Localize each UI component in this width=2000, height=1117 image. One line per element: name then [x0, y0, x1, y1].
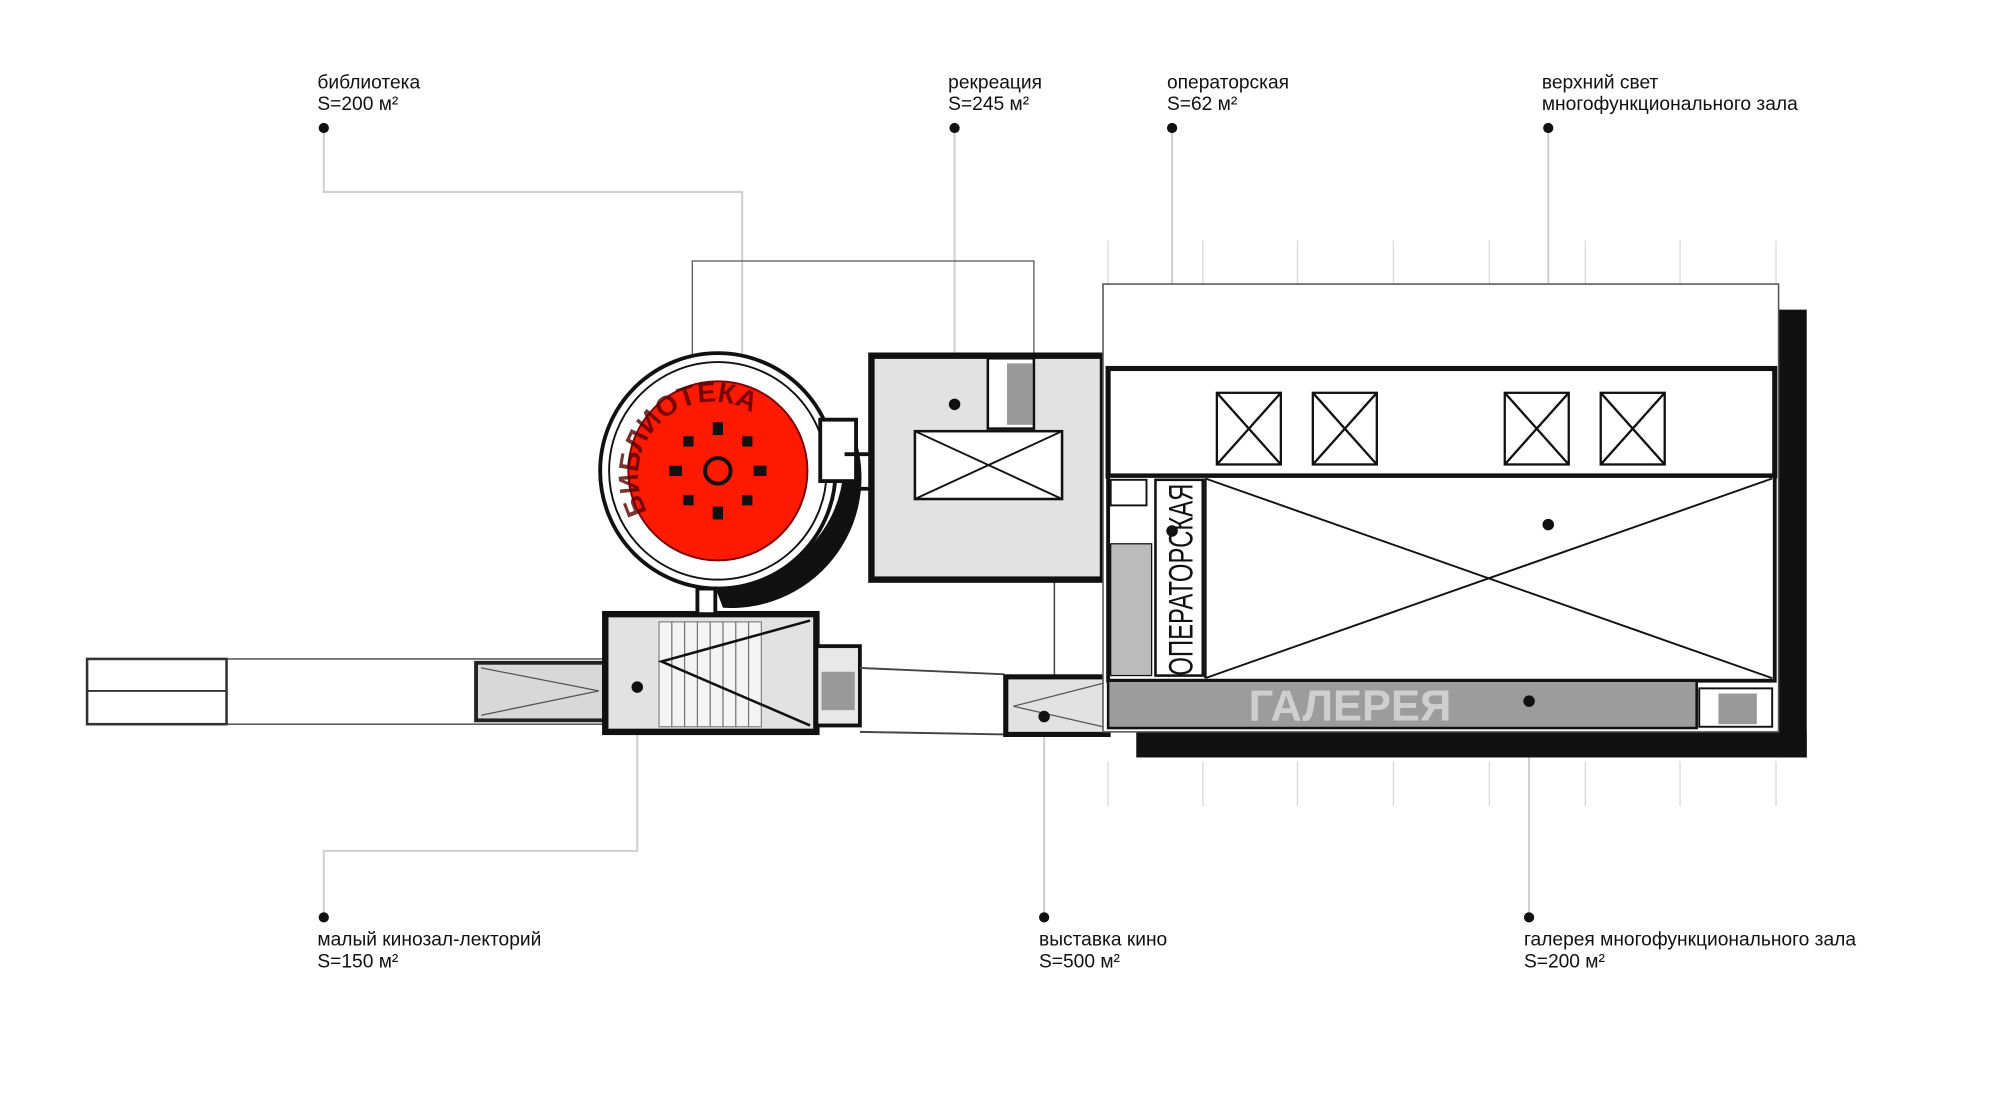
cinema-label: малый кинозал-лекторий — [317, 930, 541, 951]
exhibition-area: S=500 м² — [1039, 951, 1121, 972]
entrance-corridor — [85, 657, 606, 726]
recreation-area: S=245 м² — [948, 94, 1030, 115]
structural-grid — [1107, 240, 1777, 807]
operator-area: S=62 м² — [1167, 94, 1238, 115]
cinema-area: S=150 м² — [317, 951, 399, 972]
library-area: S=200 м² — [317, 94, 399, 115]
operator-label: операторская — [1167, 72, 1289, 93]
library-red-zone — [627, 380, 809, 562]
canopy-outline — [691, 260, 1035, 372]
library-label: библиотека — [317, 72, 420, 93]
gallery-label: галерея многофункционального зала — [1524, 930, 1856, 951]
gallery-plan-label: ГАЛЕРЕЯ — [1249, 682, 1452, 730]
library-rotunda: БИБЛИОТЕКА — [598, 351, 862, 617]
skylight-label-line2: многофункционального зала — [1542, 94, 1798, 115]
gallery-area: S=200 м² — [1524, 951, 1606, 972]
operator-plan-label: ОПЕРАТОРСКАЯ — [1163, 484, 1201, 676]
recreation-room — [844, 352, 1107, 583]
cinema-hall — [602, 610, 862, 736]
recreation-label: рекреация — [948, 72, 1042, 93]
exhibition-room — [1003, 674, 1111, 737]
leader-dots — [318, 122, 1554, 923]
multifunctional-hall: ОПЕРАТОРСКАЯ ГАЛЕРЕЯ — [1102, 283, 1807, 758]
exhibition-label: выставка кино — [1039, 930, 1167, 951]
skylight-label-line1: верхний свет — [1542, 72, 1659, 93]
